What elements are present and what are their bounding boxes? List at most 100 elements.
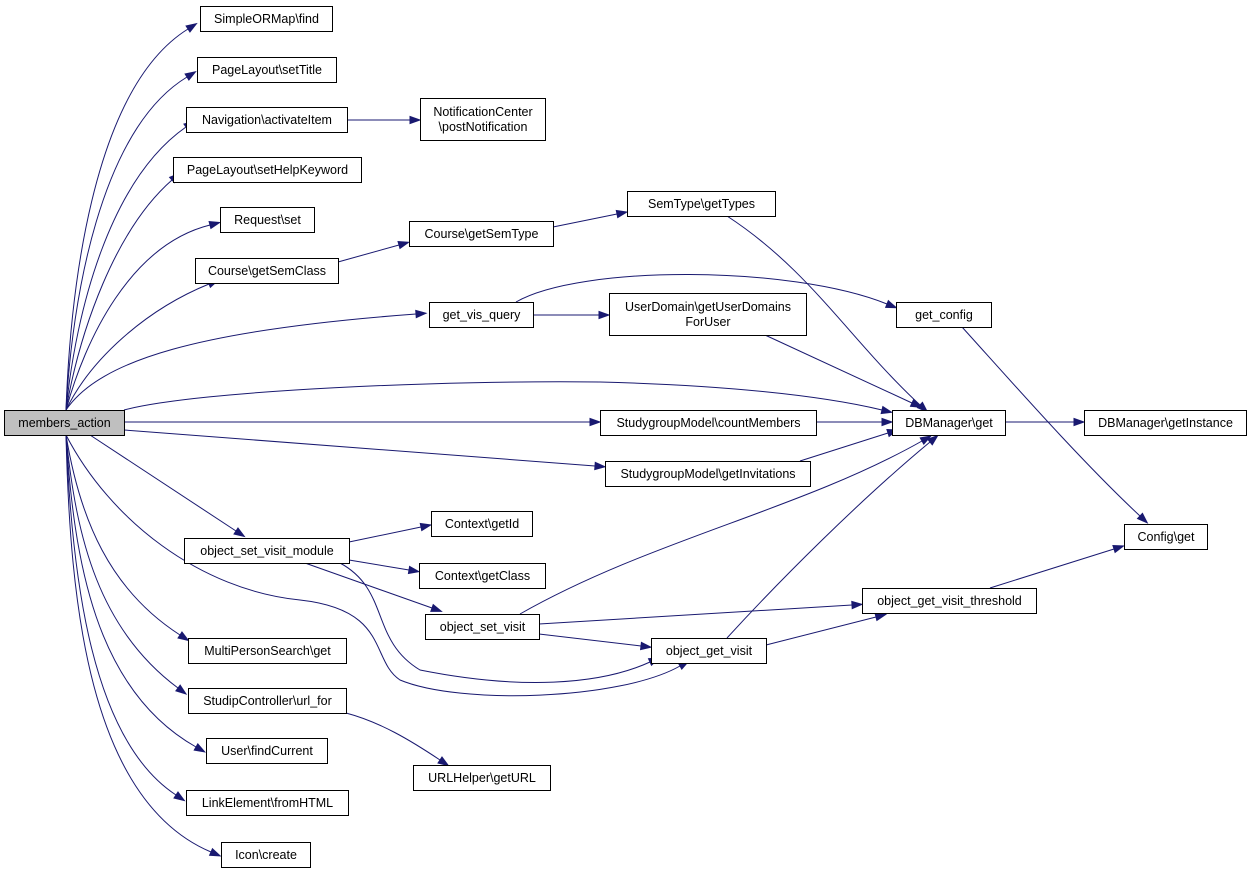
node-simpleormap-find[interactable]: SimpleORMap\find <box>200 6 333 32</box>
edge-arrowhead <box>880 405 894 415</box>
node-course-getsemtype[interactable]: Course\getSemType <box>409 221 554 247</box>
node-label: PageLayout\setTitle <box>212 63 322 77</box>
node-box <box>605 461 811 487</box>
node-studipcontroller-url-for[interactable]: StudipController\url_for <box>188 688 347 714</box>
node-dbmanager-getinstance[interactable]: DBManager\getInstance <box>1084 410 1247 436</box>
node-label: NotificationCenter <box>433 105 532 119</box>
edge-arrowhead <box>184 70 197 81</box>
node-box <box>1124 524 1208 550</box>
node-navigation-activateitem[interactable]: Navigation\activateItem <box>186 107 348 133</box>
node-object-set-visit[interactable]: object_set_visit <box>425 614 540 640</box>
edges-layer <box>65 22 1149 857</box>
node-label: members_action <box>18 416 110 430</box>
node-studygroupmodel-getinvitations[interactable]: StudygroupModel\getInvitations <box>605 461 811 487</box>
node-studygroupmodel-countmembers[interactable]: StudygroupModel\countMembers <box>600 410 817 436</box>
edge-line <box>89 434 237 532</box>
edge-arrowhead <box>881 417 894 427</box>
node-request-set[interactable]: Request\set <box>220 207 315 233</box>
node-label: StudipController\url_for <box>203 694 332 708</box>
edge-get-config-to-config-get <box>961 326 1149 524</box>
node-label: URLHelper\getURL <box>428 771 536 785</box>
edge-object-get-visit-to-object-get-visit-threshold <box>765 612 888 646</box>
node-linkelement-fromhtml[interactable]: LinkElement\fromHTML <box>186 790 349 816</box>
node-box <box>431 511 533 537</box>
edge-line <box>348 559 410 571</box>
node-user-findcurrent[interactable]: User\findCurrent <box>206 738 328 764</box>
node-box <box>220 207 315 233</box>
edge-members-action-to-simpleormap-find <box>65 22 198 411</box>
edge-arrowhead <box>594 461 607 471</box>
node-multipersonsearch-get[interactable]: MultiPersonSearch\get <box>188 638 347 664</box>
node-label: \postNotification <box>439 120 528 134</box>
edge-arrowhead <box>419 522 433 532</box>
edge-line <box>348 526 422 543</box>
node-urlhelper-geturl[interactable]: URLHelper\getURL <box>413 765 551 791</box>
edge-line <box>304 562 433 609</box>
edge-line <box>65 434 179 689</box>
node-pagelayout-sethelpkeyword[interactable]: PageLayout\setHelpKeyword <box>173 157 362 183</box>
edge-line <box>961 326 1141 517</box>
node-config-get[interactable]: Config\get <box>1124 524 1208 550</box>
edge-line <box>538 604 853 625</box>
node-object-get-visit[interactable]: object_get_visit <box>651 638 767 664</box>
node-box <box>206 738 328 764</box>
edge-line <box>515 274 888 305</box>
edge-line <box>123 429 596 467</box>
node-label: get_vis_query <box>443 308 522 322</box>
edge-members-action-to-dbmanager-get <box>123 381 894 415</box>
edge-arrowhead <box>916 401 929 413</box>
node-label: User\findCurrent <box>221 744 313 758</box>
node-box <box>197 57 337 83</box>
node-icon-create[interactable]: Icon\create <box>221 842 311 868</box>
edge-studygroupmodel-countmembers-to-dbmanager-get <box>816 417 894 427</box>
node-context-getid[interactable]: Context\getId <box>431 511 533 537</box>
edge-line <box>65 313 417 411</box>
edge-object-get-visit-to-dbmanager-get <box>726 434 939 639</box>
edge-arrowhead <box>185 22 198 33</box>
edge-line <box>65 179 173 411</box>
node-dbmanager-get[interactable]: DBManager\get <box>892 410 1006 436</box>
edge-arrowhead <box>598 310 611 320</box>
node-pagelayout-settitle[interactable]: PageLayout\setTitle <box>197 57 337 83</box>
node-label: Icon\create <box>235 848 297 862</box>
node-course-getsemclass[interactable]: Course\getSemClass <box>195 258 339 284</box>
node-notificationcenter-postnotification[interactable]: NotificationCenter\postNotification <box>420 98 546 141</box>
node-label: PageLayout\setHelpKeyword <box>187 163 348 177</box>
edge-arrowhead <box>233 527 246 538</box>
edge-object-set-visit-to-object-get-visit <box>538 633 653 651</box>
node-semtype-gettypes[interactable]: SemType\getTypes <box>627 191 776 217</box>
node-object-get-visit-threshold[interactable]: object_get_visit_threshold <box>862 588 1037 614</box>
node-get-config[interactable]: get_config <box>896 302 992 328</box>
edge-members-action-to-multipersonsearch-get <box>65 434 190 642</box>
edge-members-action-to-pagelayout-settitle <box>65 70 197 411</box>
node-members-action[interactable]: members_action <box>4 410 125 436</box>
node-label: SemType\getTypes <box>648 197 755 211</box>
edge-members-action-to-icon-create <box>65 434 222 857</box>
node-box <box>420 98 546 141</box>
node-box <box>221 842 311 868</box>
edge-arrowhead <box>1073 417 1086 427</box>
node-get-vis-query[interactable]: get_vis_query <box>429 302 534 328</box>
edge-line <box>799 432 889 462</box>
edge-line <box>764 334 913 404</box>
edge-arrowhead <box>884 299 898 309</box>
edge-course-getsemclass-to-course-getsemtype <box>337 240 411 263</box>
node-box <box>200 6 333 32</box>
node-label: object_set_visit_module <box>200 544 333 558</box>
edge-arrowhead <box>639 641 653 651</box>
edge-line <box>65 28 189 411</box>
node-object-set-visit-module[interactable]: object_set_visit_module <box>184 538 350 564</box>
node-label: get_config <box>915 308 973 322</box>
edge-arrowhead <box>615 209 629 219</box>
node-box <box>195 258 339 284</box>
edge-line <box>337 244 400 263</box>
edge-line <box>65 283 210 411</box>
edge-line <box>989 548 1115 589</box>
edge-members-action-to-studygroupmodel-countmembers <box>124 417 602 427</box>
edge-object-set-visit-to-object-get-visit-threshold <box>538 600 864 625</box>
node-context-getclass[interactable]: Context\getClass <box>419 563 546 589</box>
edge-get-vis-query-to-get-config <box>515 274 898 309</box>
edge-studipcontroller-url-for-to-urlhelper-geturl <box>345 712 450 767</box>
